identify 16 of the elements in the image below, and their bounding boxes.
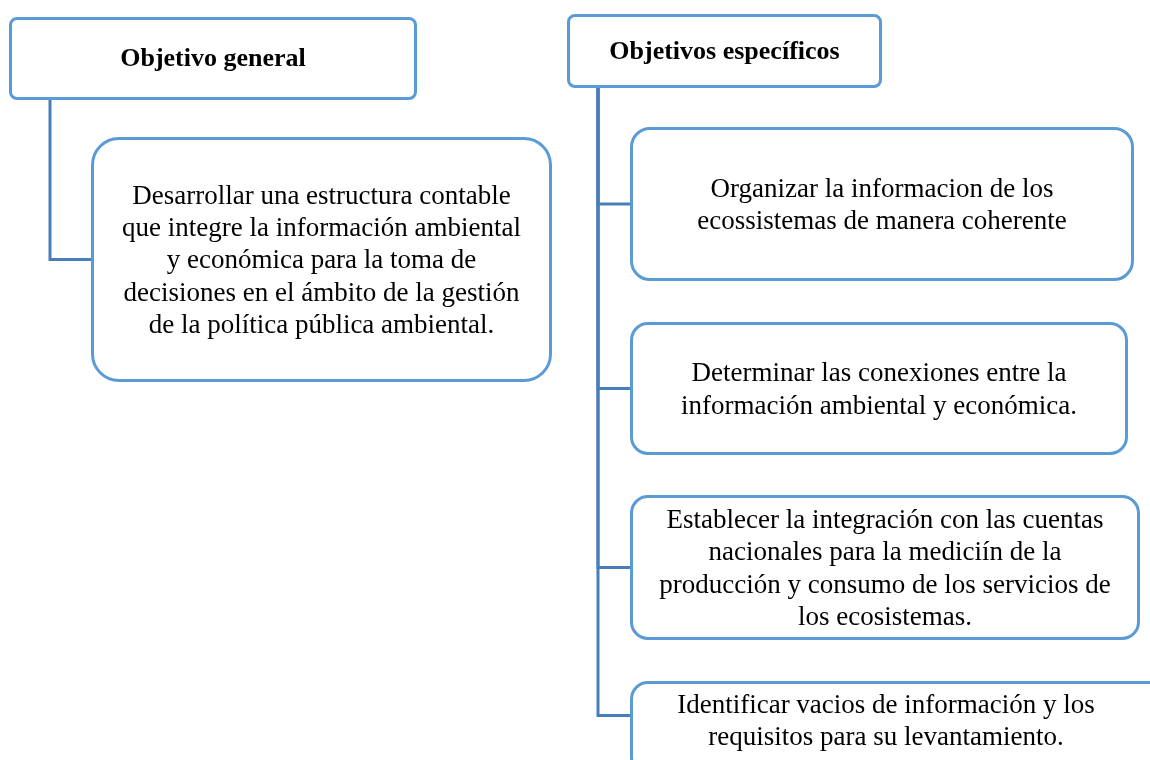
heading-box [567, 14, 882, 88]
objective-text: Establecer la integración con las cuentas nacionales para la mediciín de la producción y consumo de los servicios de los ecosistemas. [658, 502, 1112, 633]
heading-text: Objetivo general [120, 42, 306, 75]
heading-text: Objetivos específicos [609, 34, 840, 67]
objective-text: Desarrollar una estructura contable que integre la información ambiental y económica para la toma de decisiones en el ámbito de la gestión de la política pública ambiental. [121, 178, 522, 341]
objective-box [630, 681, 1150, 760]
connector-line [48, 100, 91, 261]
objective-text: Determinar las conexiones entre la información ambiental y económica. [680, 356, 1078, 421]
objective-box [91, 137, 552, 382]
heading-box [9, 17, 417, 100]
objective-text: Identificar vacios de información y los requisitos para su levantamiento. [676, 687, 1096, 753]
objective-text: Organizar la informacion de los ecossistemas de manera coherente [696, 171, 1068, 237]
objective-box [630, 495, 1140, 640]
objective-box [630, 127, 1134, 281]
objective-box [630, 322, 1128, 455]
connector-line [596, 88, 630, 717]
